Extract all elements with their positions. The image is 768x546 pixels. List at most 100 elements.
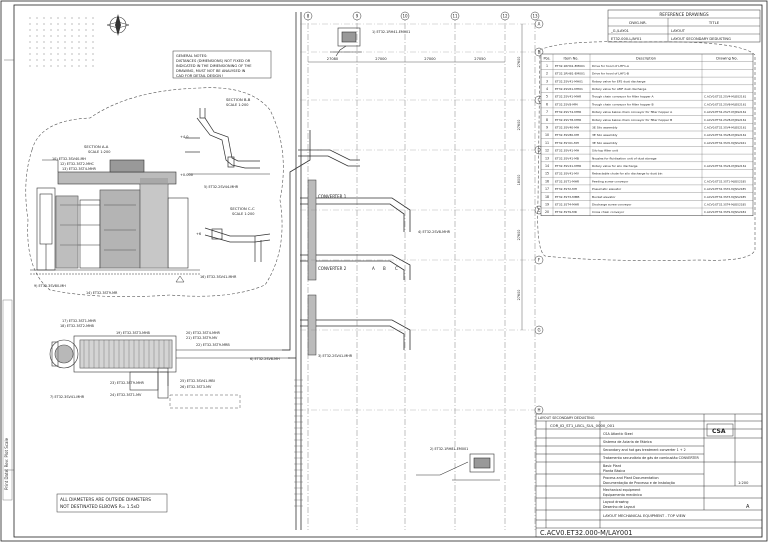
item-no: ET32.2SV8-MM bbox=[555, 102, 578, 106]
grid-dot bbox=[64, 35, 66, 37]
grid-dot bbox=[36, 23, 38, 25]
callout-label: 25) ET32.3SV41-MBI bbox=[180, 379, 215, 383]
grid-dot bbox=[36, 47, 38, 49]
grid-dot bbox=[43, 47, 45, 49]
item-description: Silo top filter unit bbox=[592, 149, 619, 153]
grid-dot bbox=[50, 53, 52, 55]
grid-dot bbox=[57, 59, 59, 61]
item-no: ET32.2SV74-MHR bbox=[555, 110, 581, 114]
callout-label: 20) ET32.3ST4-MHR bbox=[186, 331, 221, 335]
grid-dot bbox=[85, 23, 87, 25]
item-pos: 14 bbox=[545, 164, 549, 168]
item-pos: 17 bbox=[545, 187, 549, 191]
callout-label: 24) ET32.3ST1-MV bbox=[110, 393, 142, 397]
title-block bbox=[535, 413, 763, 538]
grid-dot bbox=[43, 59, 45, 61]
callout-label: 18) ET32.3ST2-MHB bbox=[60, 324, 95, 328]
callout-label: 23) ET32.3ST9-MHR bbox=[110, 381, 145, 385]
grid-column-bubble bbox=[450, 11, 460, 21]
grid-dot bbox=[78, 65, 80, 67]
item-drawing-no: C.ACV0.ET32.3ST3-M/JSS2185 bbox=[704, 195, 746, 199]
item-description: Rotary valve for silo discharge bbox=[592, 164, 638, 168]
item-drawing-no: C.ACV0.ET32.3ST1-M/JSS2185 bbox=[704, 179, 746, 183]
reference-dwg-no: _G./LAY01 bbox=[610, 29, 629, 33]
grid-column-bubble bbox=[500, 11, 510, 21]
elevation-label: +0.000 bbox=[180, 173, 193, 177]
converter-1-label: CONVERTER 1 bbox=[318, 194, 347, 199]
item-pos: 12 bbox=[545, 149, 549, 153]
item-drawing-no: C.ACV0.ET32.3SV8-M/JSS2161 bbox=[704, 133, 746, 137]
callout-label: 3) ET32.2SV41-MHR bbox=[318, 354, 353, 358]
item-description: Retractable chute for silo discharge to … bbox=[592, 172, 663, 176]
right-dimension: 27600 bbox=[517, 57, 521, 68]
grid-dot bbox=[71, 29, 73, 31]
grid-dot bbox=[29, 41, 31, 43]
grid-column-label: 10 bbox=[402, 14, 408, 19]
item-pos: 7 bbox=[546, 110, 548, 114]
main-duct bbox=[282, 12, 411, 530]
top-dimension: 27000 bbox=[375, 57, 387, 61]
callout-label: 13) ET32.3ST4-MHR bbox=[62, 167, 97, 171]
callout-label: 17) ET32.3ST1-MHR bbox=[62, 319, 97, 323]
grid-dot bbox=[36, 41, 38, 43]
item-description: 3E Silo assembly bbox=[592, 141, 618, 145]
grid-dot bbox=[85, 29, 87, 31]
grid-dot bbox=[78, 23, 80, 25]
grid-row-label: F bbox=[538, 258, 541, 263]
grid-dot bbox=[64, 23, 66, 25]
grid-dot bbox=[71, 59, 73, 61]
layout-line: Desenho de Layout bbox=[603, 505, 636, 509]
grid-dot bbox=[36, 17, 38, 19]
project-line: CSA Atlantic Steel bbox=[603, 432, 633, 436]
grid-row-label: D bbox=[537, 148, 540, 153]
reference-dwg-no: ET32.000-L/AY01 bbox=[611, 37, 642, 41]
grid-dot bbox=[78, 53, 80, 55]
hood-top bbox=[330, 27, 362, 57]
grid-row-bubble bbox=[534, 325, 544, 335]
converter-2-label: CONVERTER 2 bbox=[318, 266, 347, 271]
grid-column-label: 9 bbox=[356, 14, 359, 19]
general-notes: GENERAL NOTES: DISTANCES (DIMENSIONS) NO… bbox=[172, 50, 272, 79]
grid-dot bbox=[85, 53, 87, 55]
section-mark-b: B bbox=[383, 266, 386, 271]
north-arrow-icon bbox=[106, 14, 130, 36]
grid-dot bbox=[50, 17, 52, 19]
grid-dot bbox=[50, 59, 52, 61]
callout-label: 2) ET32.1RH81-EM001 bbox=[430, 447, 468, 451]
grid-dot bbox=[36, 53, 38, 55]
grid-dot bbox=[92, 59, 94, 61]
grid-dot bbox=[43, 53, 45, 55]
grid-dot bbox=[36, 59, 38, 61]
section-mark-c: C bbox=[395, 266, 398, 271]
item-no: ET32.3SV41-MB bbox=[555, 156, 579, 160]
item-pos: 16 bbox=[545, 179, 549, 183]
reference-header: DWG.NR. bbox=[629, 20, 646, 25]
grid-dot bbox=[85, 59, 87, 61]
grid-dot bbox=[50, 41, 52, 43]
inner-border bbox=[13, 4, 763, 538]
grid-row-label: G bbox=[537, 328, 540, 333]
elevation-label: +6 bbox=[196, 232, 201, 236]
item-no: ET32.3ST4-MHR bbox=[555, 203, 579, 207]
grid-dot bbox=[85, 47, 87, 49]
grid-dot bbox=[64, 59, 66, 61]
grid-dot bbox=[36, 29, 38, 31]
basic-plant: Basic Plant bbox=[603, 464, 622, 468]
reference-dwg-title: LAYOUT SECONDARY DEDUSTING bbox=[671, 37, 731, 41]
right-dimension: 18000 bbox=[517, 175, 521, 186]
item-description: Rotary valve for EFS dust discharge bbox=[592, 79, 646, 83]
docs-line: Process and Plant Documentation bbox=[603, 476, 659, 480]
item-drawing-no: C.ACV0.ET32.3ST2-M/JSS2185 bbox=[704, 187, 746, 191]
grid-column-label: 12 bbox=[502, 14, 508, 19]
section-a-title: SECTION A-A bbox=[84, 144, 109, 149]
top-dimension: 27050 bbox=[474, 57, 486, 61]
grid-dot bbox=[64, 53, 66, 55]
title-block-caption: LAYOUT SECONDARY DEDUSTING bbox=[538, 416, 595, 420]
grid-row-bubble bbox=[534, 255, 544, 265]
callout-label: 21) ET32.3ST9-MV bbox=[186, 336, 218, 340]
grid-dot bbox=[50, 35, 52, 37]
item-no: ET32.3SV40-MH bbox=[555, 126, 579, 130]
general-notes-line: GENERAL NOTES: bbox=[176, 54, 207, 58]
